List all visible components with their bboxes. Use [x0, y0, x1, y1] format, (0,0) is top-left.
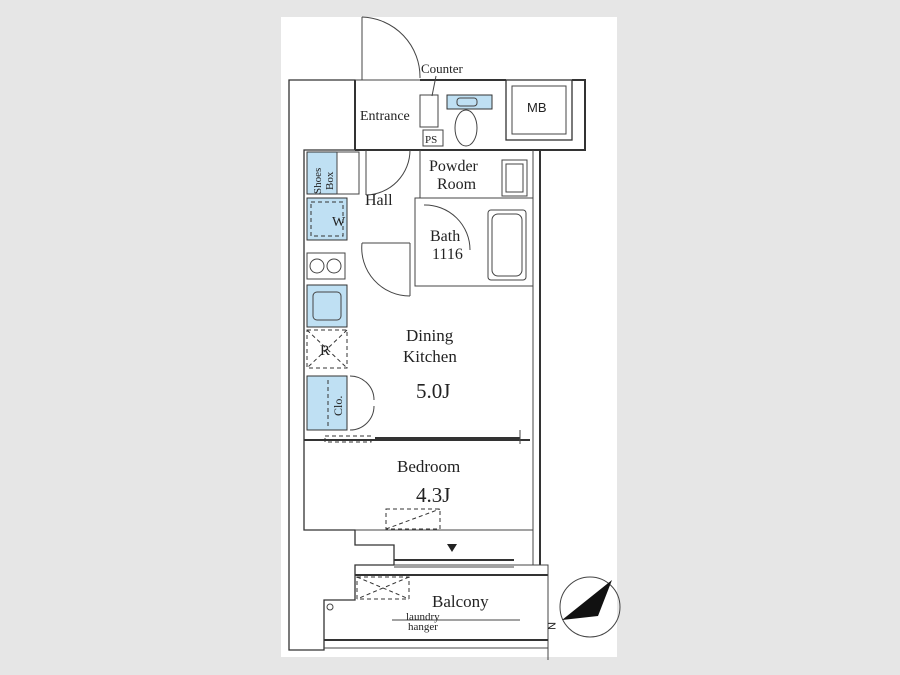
label-ps: PS — [425, 134, 437, 146]
washer — [306, 197, 348, 241]
toilet-fixture — [446, 94, 493, 147]
kitchen-door — [361, 242, 411, 297]
label-bedroom-size: 4.3J — [416, 483, 450, 507]
label-mb: MB — [527, 100, 547, 115]
label-bedroom: Bedroom — [397, 457, 460, 476]
balcony-outdoor-unit — [356, 576, 410, 600]
label-hall: Hall — [365, 192, 393, 209]
ps-box — [422, 129, 444, 147]
entrance-door — [355, 16, 421, 81]
ac-unit-bedroom — [385, 508, 441, 530]
counter-fixture — [419, 94, 439, 128]
compass-icon — [559, 576, 621, 638]
label-clo: Clo. — [331, 396, 345, 416]
kitchen-sink — [306, 284, 348, 328]
label-bath-line1: Bath — [430, 228, 460, 245]
outer-walls — [288, 79, 586, 660]
compass-label: N — [545, 622, 557, 630]
entry-marker-icon — [447, 544, 457, 552]
sliding-partition — [324, 430, 521, 444]
closet — [306, 375, 375, 431]
label-counter: Counter — [421, 61, 464, 76]
shoes-box — [306, 151, 360, 195]
stove — [306, 252, 346, 280]
ac-unit-bedroom-diag — [385, 508, 441, 530]
mb-box — [511, 85, 567, 135]
balcony-drain — [326, 603, 334, 611]
label-entrance: Entrance — [360, 109, 410, 124]
label-powder-line1: Powder — [429, 158, 479, 175]
label-dining-line1: Dining — [406, 326, 454, 345]
powder-sink — [501, 159, 528, 197]
label-dining-line2: Kitchen — [403, 347, 457, 366]
label-bath-line2: 1116 — [432, 246, 463, 263]
label-w: W — [332, 215, 346, 230]
counter-leader — [431, 75, 437, 97]
refrigerator — [306, 329, 348, 369]
label-r: R — [320, 343, 330, 359]
label-powder-line2: Room — [437, 176, 477, 193]
label-shoes-line2: Box — [324, 171, 336, 190]
powder-sink-basin — [505, 163, 524, 193]
hall-door — [365, 149, 411, 196]
label-dining-size: 5.0J — [416, 379, 450, 403]
label-shoes-line1: Shoes — [312, 168, 324, 194]
label-balcony: Balcony — [432, 592, 489, 611]
label-laundry-line1: laundry — [406, 611, 440, 623]
label-laundry-line2: hanger — [408, 621, 438, 633]
bath-area — [414, 197, 534, 287]
